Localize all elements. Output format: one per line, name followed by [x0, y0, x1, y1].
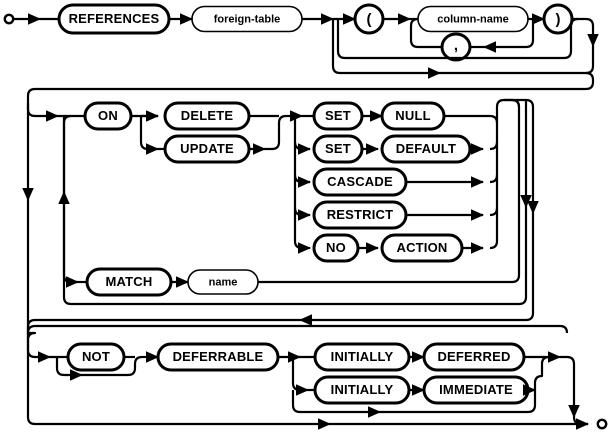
label-foreign-table: foreign-table: [214, 13, 281, 25]
label-references: REFERENCES: [69, 11, 160, 26]
rail-on-fork-down: [139, 116, 160, 155]
rail-init-merge: [533, 355, 550, 397]
rail-action-fork-r2: [293, 141, 312, 155]
label-initially-2: INITIALLY: [331, 382, 394, 397]
rail-rparen-down: [585, 46, 595, 75]
rail-block3-top: [26, 324, 569, 334]
rail-column-list-bypass: [331, 19, 442, 79]
rail-match-merge: [511, 98, 521, 284]
label-update: UPDATE: [180, 141, 234, 156]
rail-wrap-to-block2: [26, 71, 595, 103]
rail-paren-group-bypass: [336, 17, 579, 60]
label-lparen: (: [367, 11, 372, 28]
rail-init-bypass: [291, 390, 382, 418]
rail-comma-loop-right: [482, 19, 535, 53]
rail-not-bypass-up: [82, 355, 143, 377]
rail-action-fork-r3: [293, 174, 312, 188]
label-no: NO: [326, 240, 346, 255]
rail-block2-entry: [26, 103, 60, 122]
rail-not-bypass: [55, 357, 84, 381]
label-set-1: SET: [325, 108, 351, 123]
label-set-2: SET: [325, 141, 351, 156]
label-delete: DELETE: [181, 108, 234, 123]
label-on: ON: [98, 108, 118, 123]
rail-update-merge-up: [265, 114, 287, 151]
label-column-name: column-name: [437, 13, 509, 25]
label-deferrable: DEFERRABLE: [173, 349, 264, 364]
label-action: ACTION: [396, 240, 447, 255]
label-null: NULL: [395, 108, 430, 123]
rail-block3-entry: [26, 331, 52, 363]
row-references: REFERENCES foreign-table ( column-name ,…: [3, 3, 599, 103]
block-deferrable: NOT DEFERRABLE INITIALLY DEFERRED INITIA…: [26, 324, 608, 430]
rail-init-bypass-tail: [380, 397, 537, 414]
label-restrict: RESTRICT: [327, 207, 394, 222]
label-name: name: [209, 276, 238, 288]
rail-action-merge-r2: [489, 141, 499, 151]
rail-action-fork-r4: [293, 207, 312, 221]
rail-to-match: [62, 116, 80, 288]
rail-block3-bypass: [26, 333, 332, 430]
label-not: NOT: [82, 349, 110, 364]
label-default: DEFAULT: [396, 141, 456, 156]
rail-outer-back: [298, 213, 535, 326]
end-circle: [596, 418, 608, 430]
label-comma: ,: [454, 37, 458, 54]
label-deferred: DEFERRED: [437, 349, 510, 364]
rail-inner-top: [504, 98, 535, 108]
rail-action-merge-r3: [489, 174, 499, 184]
label-immediate: IMMEDIATE: [439, 382, 513, 397]
label-rparen: ): [556, 11, 561, 28]
block-on-match: ON DELETE UPDATE SET NULL SET: [22, 98, 539, 333]
rail-action-merge-out: [495, 98, 512, 123]
label-cascade: CASCADE: [327, 174, 393, 189]
rail-action-merge-spine: [489, 114, 499, 250]
rail-inner-loop-back: [58, 190, 528, 306]
start-circle: [3, 13, 15, 25]
rail-block3-right-down: [560, 355, 580, 419]
rail-rparen-out: [572, 17, 599, 48]
rail-comma-loop-left: [409, 17, 442, 49]
label-initially-1: INITIALLY: [331, 349, 394, 364]
rail-action-merge-r4: [489, 207, 499, 217]
rail-init-fork-r2: [291, 357, 310, 396]
rail-inner-loop-back-up: [62, 114, 72, 192]
label-match: MATCH: [106, 274, 153, 289]
